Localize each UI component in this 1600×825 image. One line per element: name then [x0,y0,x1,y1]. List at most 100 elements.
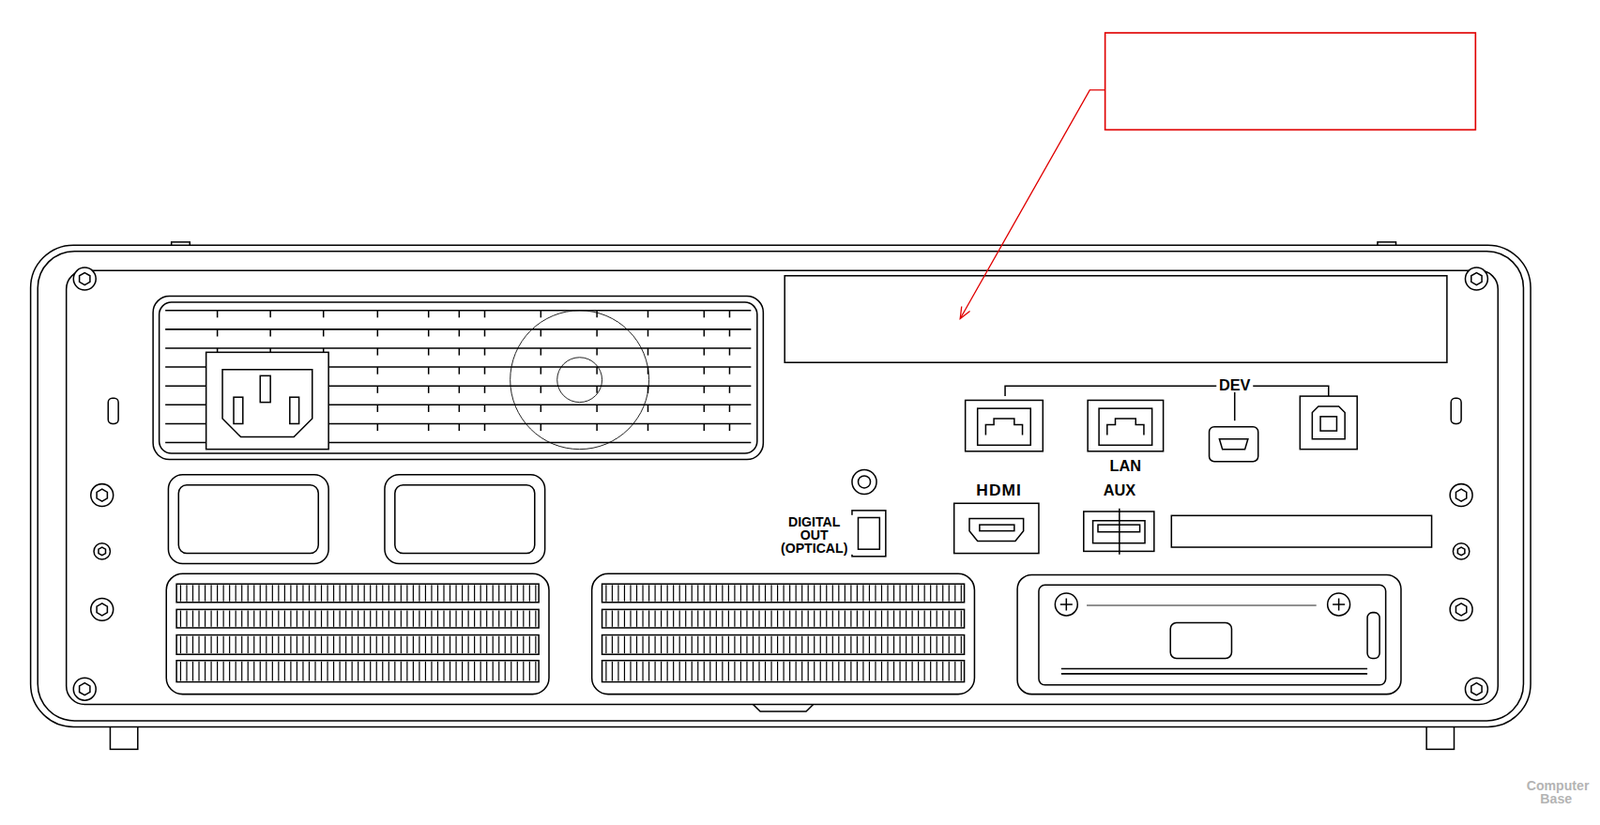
vent-slat [522,609,524,626]
vent-slat [296,584,298,601]
vent-slat [960,661,962,682]
vent-slat [492,584,494,601]
vent-slat [728,661,730,682]
grille-divider [703,385,706,394]
vent-slat [648,609,650,626]
vent-slat [522,584,524,601]
vent-slat [709,584,711,601]
vent-slat [850,609,852,626]
vent-slat [917,661,919,682]
grille-divider [484,329,487,337]
vent-slat [801,584,803,601]
vent-slat [517,584,519,601]
vent-slat [905,584,907,601]
vent-slat [265,661,267,682]
vent-slat [185,636,187,654]
vent-slat [716,661,717,682]
grille-divider [377,329,380,337]
vent-slat [204,636,206,654]
vent-slat [272,609,274,626]
vent-slat [314,661,316,682]
vent-slat [333,661,335,682]
vent-slat [381,584,383,601]
vent-slat [259,609,261,626]
vent-slat [216,636,218,654]
bay-cover [1038,584,1387,686]
vent-slat [844,636,846,654]
vent-slat [223,636,225,654]
power-inlet [206,351,329,449]
vent-slat [480,584,482,601]
port-label: AUX [1100,482,1139,498]
vent-slat [265,636,267,654]
vent-slat [400,661,402,682]
vent-slat [825,609,827,626]
vent-row [602,583,965,603]
vent-slat [412,609,414,626]
vent-slat [247,584,249,601]
vent-slat [388,584,390,601]
vent-slat [510,609,512,626]
vent-slat [770,609,772,626]
vent-slat [641,609,643,626]
vent-slat [473,661,475,682]
vent-row [176,609,539,628]
vent-slat [442,609,444,626]
grille-divider [484,348,487,356]
vent-slat [198,609,199,626]
grille-divider [595,404,598,412]
bay-detail [1086,605,1317,607]
vent-slat [716,609,717,626]
grille-divider [595,423,598,431]
vent-slat [850,661,852,682]
grille-divider [540,423,543,431]
vent-slat [265,584,267,601]
vent-slat [381,636,383,654]
vent-slat [801,609,803,626]
vent-slat [820,609,822,626]
grille-divider [377,366,380,375]
vent-slat [672,609,674,626]
vent-slat [777,661,778,682]
vent-slat [534,636,536,654]
vent-slat [394,636,396,654]
vent-slat [685,636,686,654]
vent-slat [770,584,772,601]
vent-slat [758,609,760,626]
vent-slat [881,661,883,682]
vent-slat [801,661,803,682]
vent-slat [777,584,778,601]
vent-slat [716,584,717,601]
vent-slat [216,609,218,626]
iec-socket [222,369,313,438]
vent-slat [789,636,791,654]
vent-slat [241,636,243,654]
vent-slat [480,661,482,682]
vent-slat [758,584,760,601]
vent-slat [430,584,432,601]
vent-slat [697,661,699,682]
vent-slat [351,584,353,601]
grille-divider [427,404,430,412]
vent-row [176,635,539,656]
vent-slat [721,636,723,654]
screw-hex [98,547,107,556]
optical-jack [857,517,880,549]
vent-slat [716,636,717,654]
vent-slat [942,661,944,682]
bay-latch [1367,612,1380,659]
vent-slat [333,636,335,654]
vent-slat [912,609,914,626]
vent-slat [905,636,907,654]
vent-slat [351,636,353,654]
vent-slat [617,636,619,654]
vent-slat [733,609,735,626]
fan-hub [557,357,603,403]
grille-divider [703,423,706,431]
vent-slat [820,636,822,654]
vent-slat [862,584,864,601]
grille-divider [377,348,380,356]
vent-slat [783,661,785,682]
port-label: LAN [1107,457,1145,473]
